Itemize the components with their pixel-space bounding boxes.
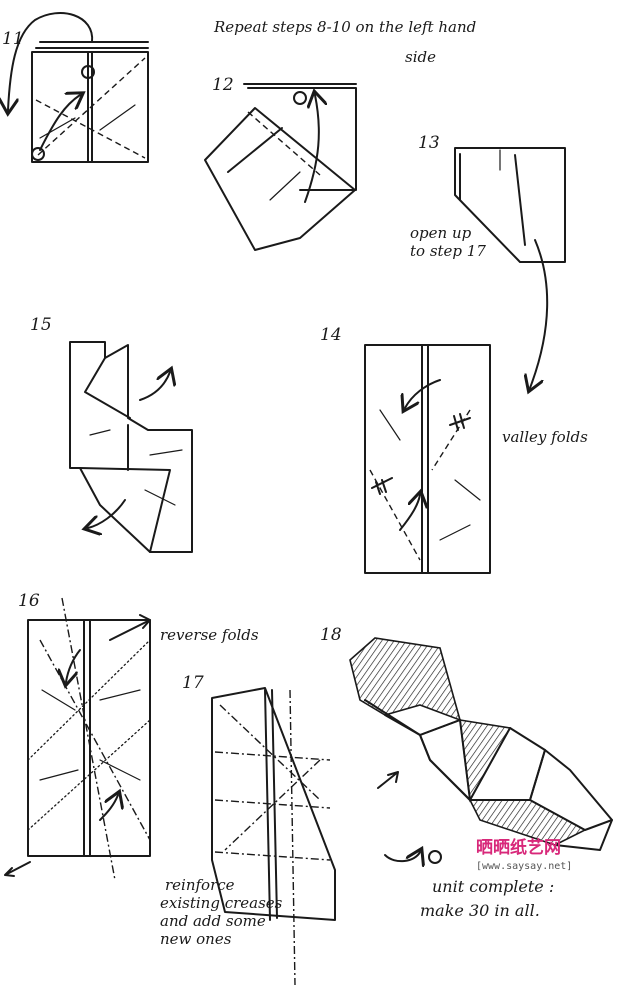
step-12-figure: 12: [205, 75, 356, 250]
step-number: 13: [418, 133, 440, 153]
step-14-figure: 14 valley folds: [320, 325, 588, 573]
step-number: 17: [182, 673, 204, 693]
watermark-site-name: 晒晒纸艺网: [476, 837, 561, 858]
watermark-url: [www.saysay.net]: [476, 861, 572, 872]
step-17-figure: 17 reinforce existing creases and add so…: [160, 673, 335, 985]
step-number: 14: [320, 325, 342, 345]
reinforce-note-line-1: reinforce: [165, 876, 235, 894]
repeat-note-line-2: side: [405, 48, 436, 66]
unit-complete-note-line-2: make 30 in all.: [420, 901, 540, 920]
repeat-note: Repeat steps 8-10 on the left hand side: [213, 18, 476, 66]
step-13-figure: 13 open up to step 17: [410, 133, 565, 388]
step-number: 15: [30, 315, 52, 335]
open-up-note-line-1: open up: [410, 224, 472, 242]
unit-complete-note-line-1: unit complete :: [432, 877, 554, 896]
site-watermark: 晒晒纸艺网 [www.saysay.net]: [476, 837, 572, 872]
valley-folds-note: valley folds: [502, 428, 588, 446]
open-up-note-line-2: to step 17: [410, 242, 486, 260]
reverse-folds-note: reverse folds: [160, 626, 259, 644]
step-18-figure: 18 unit complete : make 30 in all.: [320, 625, 612, 920]
step-number: 16: [18, 591, 40, 611]
step-15-figure: 15: [30, 315, 192, 552]
reinforce-note-line-4: new ones: [160, 930, 232, 948]
step-number: 12: [212, 75, 234, 95]
step-number: 18: [320, 625, 342, 645]
step-11-figure: 11: [2, 13, 148, 162]
step-16-figure: 16 reverse folds: [5, 591, 259, 880]
reinforce-note-line-3: and add some: [160, 912, 266, 930]
reinforce-note-line-2: existing creases: [160, 894, 283, 912]
repeat-note-line-1: Repeat steps 8-10 on the left hand: [213, 18, 476, 36]
